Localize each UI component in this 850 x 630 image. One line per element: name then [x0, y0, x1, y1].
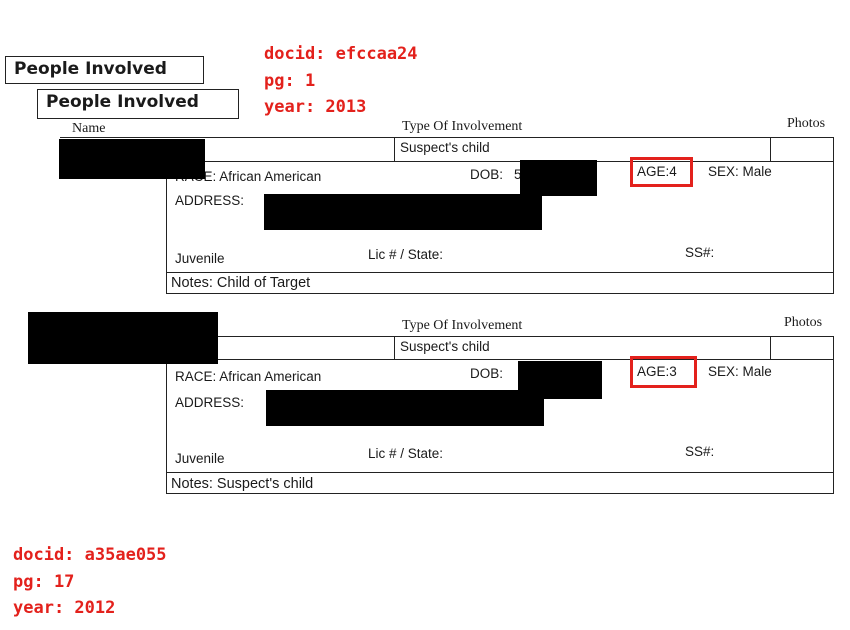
rule — [394, 336, 395, 360]
record-2-notes: Notes: Suspect's child — [171, 476, 314, 492]
rule — [166, 472, 834, 473]
record-1-status: Juvenile — [175, 251, 225, 266]
type-column-header-1: Type Of Involvement — [402, 119, 523, 134]
record-1-details-box — [166, 161, 834, 294]
record-2-address-redaction — [266, 390, 544, 426]
rule — [166, 272, 834, 273]
record-1-name-redaction — [59, 139, 205, 179]
record-1-address-redaction — [264, 194, 542, 230]
type-column-header-2: Type Of Involvement — [402, 318, 523, 333]
record-2-ss: SS#: — [685, 444, 715, 459]
record-1-ss: SS#: — [685, 245, 715, 260]
top-meta-docid: docid: efccaa24 — [264, 44, 418, 64]
record-1-involvement: Suspect's child — [400, 140, 490, 155]
photos-column-header-1: Photos — [787, 116, 826, 131]
rule — [394, 137, 395, 162]
rule — [770, 137, 771, 162]
record-1-age: AGE:4 — [637, 164, 677, 179]
photos-column-header-2: Photos — [784, 315, 823, 330]
record-2-lic: Lic # / State: — [368, 446, 444, 461]
record-1-dob-redaction — [520, 160, 597, 196]
record-2-status: Juvenile — [175, 451, 225, 466]
rule — [60, 137, 834, 138]
name-column-header: Name — [72, 121, 106, 136]
record-1-dob-partial: 5 — [514, 167, 522, 182]
record-2-race: RACE: African American — [175, 369, 322, 384]
bottom-meta-year: year: 2012 — [13, 598, 116, 618]
record-2-name-redaction — [28, 312, 218, 364]
rule — [833, 336, 834, 360]
record-2-age: AGE:3 — [637, 364, 677, 379]
rule — [210, 336, 834, 337]
record-1-race: RACE: African American — [175, 169, 322, 184]
section-label-back: People Involved — [5, 56, 204, 84]
record-1-lic: Lic # / State: — [368, 247, 444, 262]
record-1-sex: SEX: Male — [708, 164, 772, 179]
record-1-notes: Notes: Child of Target — [171, 275, 311, 291]
top-meta-pg: pg: 1 — [264, 71, 316, 91]
record-2-age-highlight — [630, 356, 697, 388]
rule — [770, 336, 771, 360]
bottom-meta-docid: docid: a35ae055 — [13, 545, 167, 565]
record-2-involvement: Suspect's child — [400, 339, 490, 354]
record-2-details-box — [166, 359, 834, 494]
top-meta-year: year: 2013 — [264, 97, 367, 117]
record-1-age-highlight — [630, 157, 693, 187]
rule — [833, 137, 834, 162]
section-label-front: People Involved — [37, 89, 239, 119]
record-1-address-label: ADDRESS: — [175, 193, 245, 208]
record-2-address-label: ADDRESS: — [175, 395, 245, 410]
record-1-dob-label: DOB: — [470, 167, 504, 182]
bottom-meta-pg: pg: 17 — [13, 572, 75, 592]
record-2-dob-label: DOB: — [470, 366, 504, 381]
record-2-sex: SEX: Male — [708, 364, 772, 379]
